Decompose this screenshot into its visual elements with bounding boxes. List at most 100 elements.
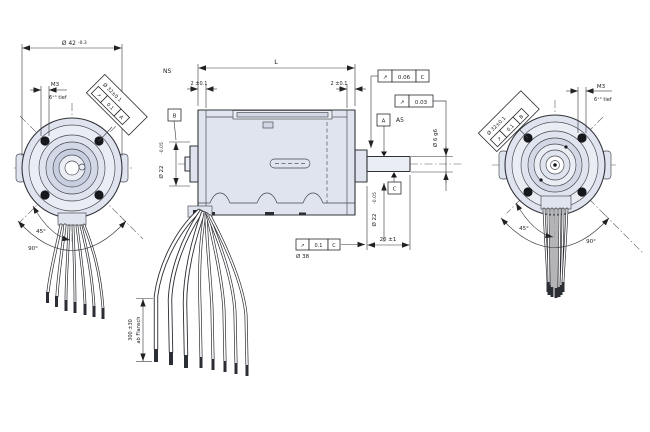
lead-length-label: 300 ±30 bbox=[128, 319, 134, 341]
dim-lead-length: 300 ±30 ab Flansch bbox=[128, 298, 153, 362]
dim-endplate-right-label: 2 ±0.1 bbox=[331, 81, 348, 87]
front-view: 45° 90° Ø 42 -0.3 M3 6⁺¹ tief Ø 32±0.1 bbox=[14, 40, 148, 319]
runout-icon: ↗ bbox=[400, 100, 405, 106]
datum-c-label: C bbox=[393, 187, 397, 193]
rear-center-dot bbox=[553, 163, 557, 167]
flange-dia-label: Ø 42 bbox=[62, 40, 76, 47]
wire-terminal bbox=[559, 285, 563, 295]
datum-a-label: A bbox=[382, 119, 386, 125]
label-slot-inner bbox=[236, 112, 329, 118]
screw-hole bbox=[40, 136, 50, 146]
thread-depth-label: 6⁺¹ tief bbox=[594, 97, 612, 103]
dim-housing-diameter: Ø 22 -0.05 B bbox=[158, 108, 190, 187]
bolt-circle-label: Ø 38 bbox=[296, 253, 310, 260]
spigot-datum-label: A bbox=[117, 114, 124, 121]
wire-terminal bbox=[245, 365, 249, 376]
spigot-datum-label: B bbox=[518, 114, 525, 121]
front-spigot-flag: Ø 32±0.1 ↗ 0.1 A bbox=[85, 73, 148, 136]
thread-label: M3 bbox=[51, 82, 60, 88]
index-pin-dot bbox=[539, 178, 543, 182]
wire-terminal bbox=[211, 359, 215, 370]
angle-90-label: 90° bbox=[28, 246, 38, 252]
datum-box-a bbox=[376, 113, 391, 127]
wire-terminal bbox=[234, 363, 238, 374]
output-shaft bbox=[366, 155, 411, 173]
dim-housing-dia-label: Ø 22 bbox=[158, 165, 165, 178]
screw-hole bbox=[94, 190, 104, 200]
dim-shaft-length: 20 ±1 bbox=[366, 175, 411, 250]
spigot-runout-value: 0.1 bbox=[506, 123, 516, 133]
wire-terminal bbox=[83, 304, 87, 315]
datum-box-b bbox=[167, 108, 182, 122]
wire-terminal bbox=[561, 282, 565, 292]
runout-face-datum: C bbox=[421, 75, 425, 81]
flange-tol-label: -0.3 bbox=[78, 40, 87, 46]
screw-hole bbox=[577, 187, 587, 197]
dim-endplate-left: 2 ±0.1 bbox=[187, 81, 217, 108]
dim-spigot-dia-label: Ø 22 bbox=[371, 213, 378, 226]
angle-90-label: 90° bbox=[586, 239, 596, 245]
wire-terminal bbox=[154, 349, 158, 362]
lead-origin-label: ab Flansch bbox=[136, 317, 142, 344]
lead-wire-bundle bbox=[153, 208, 249, 376]
angle-45-label: 45° bbox=[519, 226, 529, 232]
wire-terminal bbox=[184, 355, 188, 368]
dim-spigot-tol-label: -0.05 bbox=[372, 192, 378, 204]
wire-terminal bbox=[101, 308, 105, 319]
screw-hole bbox=[523, 187, 533, 197]
vent-window bbox=[262, 121, 274, 129]
rear-angle-dims: 45° 90° bbox=[500, 202, 610, 248]
rear-thread-callout: M3 6⁺¹ tief bbox=[566, 84, 612, 133]
wire-terminal bbox=[92, 306, 96, 317]
setscrew-circle bbox=[78, 163, 86, 171]
runout-flange-datum: C bbox=[332, 243, 336, 249]
screw-hole bbox=[40, 190, 50, 200]
wire-terminal bbox=[223, 361, 227, 372]
index-pin-dot bbox=[564, 145, 568, 149]
thread-depth-label: 6⁺¹ tief bbox=[49, 95, 67, 101]
dim-spigot-diameter: Ø 22 -0.05 bbox=[371, 183, 387, 242]
shaft-note-label: A5 bbox=[396, 117, 404, 124]
runout-icon: ↗ bbox=[496, 136, 503, 143]
front-wires bbox=[46, 223, 105, 319]
shaft-circle bbox=[64, 160, 80, 176]
dim-length: L NS bbox=[163, 58, 356, 106]
runout-face-value: 0.06 bbox=[398, 75, 411, 81]
datum-b-label: B bbox=[173, 114, 177, 120]
feature-frame-runout-flange: ↗ 0.1 C Ø 38 bbox=[295, 238, 365, 260]
wire-exit-bracket bbox=[57, 212, 87, 226]
feature-frame-runout-shaft: ↗ 0.03 bbox=[394, 94, 447, 191]
wire-exit-bracket bbox=[540, 195, 572, 210]
dim-shaft-diameter: Ø 6 g6 bbox=[411, 128, 453, 183]
dim-endplate-left-label: 2 ±0.1 bbox=[191, 81, 208, 87]
mounting-pad bbox=[265, 212, 274, 216]
datum-box-c bbox=[387, 181, 402, 195]
ns-label: NS bbox=[163, 68, 171, 75]
flag-leader bbox=[98, 126, 113, 142]
wire-terminal bbox=[199, 357, 203, 368]
wire-terminal bbox=[169, 352, 173, 365]
housing-scallop-edge bbox=[198, 192, 355, 204]
wire-terminal bbox=[55, 296, 58, 307]
rear-view: 45° 90° M3 6⁺¹ tief Ø 32±0.1 ↗ 0.1 B bbox=[477, 84, 644, 298]
rear-wires bbox=[542, 207, 569, 298]
dim-shaft-length-label: 20 ±1 bbox=[380, 237, 397, 243]
thread-label: M3 bbox=[597, 84, 606, 90]
dim-housing-tol-label: -0.05 bbox=[159, 142, 165, 154]
runout-shaft-value: 0.03 bbox=[415, 100, 428, 106]
runout-icon: ↗ bbox=[95, 92, 102, 99]
runout-icon: ↗ bbox=[300, 243, 304, 249]
side-view: L NS 2 ±0.1 2 ±0.1 Ø 22 -0.05 B bbox=[128, 58, 462, 376]
screw-hole bbox=[577, 133, 587, 143]
wire-terminal bbox=[73, 302, 77, 313]
wire-terminal bbox=[554, 288, 558, 298]
dim-shaft-dia-label: Ø 6 g6 bbox=[432, 128, 439, 147]
angle-45-label: 45° bbox=[36, 229, 46, 235]
feature-frame-runout-face: ↗ 0.06 C bbox=[368, 69, 430, 148]
rear-spigot-flag: Ø 32±0.1 ↗ 0.1 B bbox=[477, 90, 540, 153]
front-spigot bbox=[354, 149, 368, 183]
dim-length-label: L bbox=[274, 58, 278, 66]
mounting-pad bbox=[299, 212, 306, 216]
front-angle-dims: 45° 90° bbox=[17, 205, 127, 252]
